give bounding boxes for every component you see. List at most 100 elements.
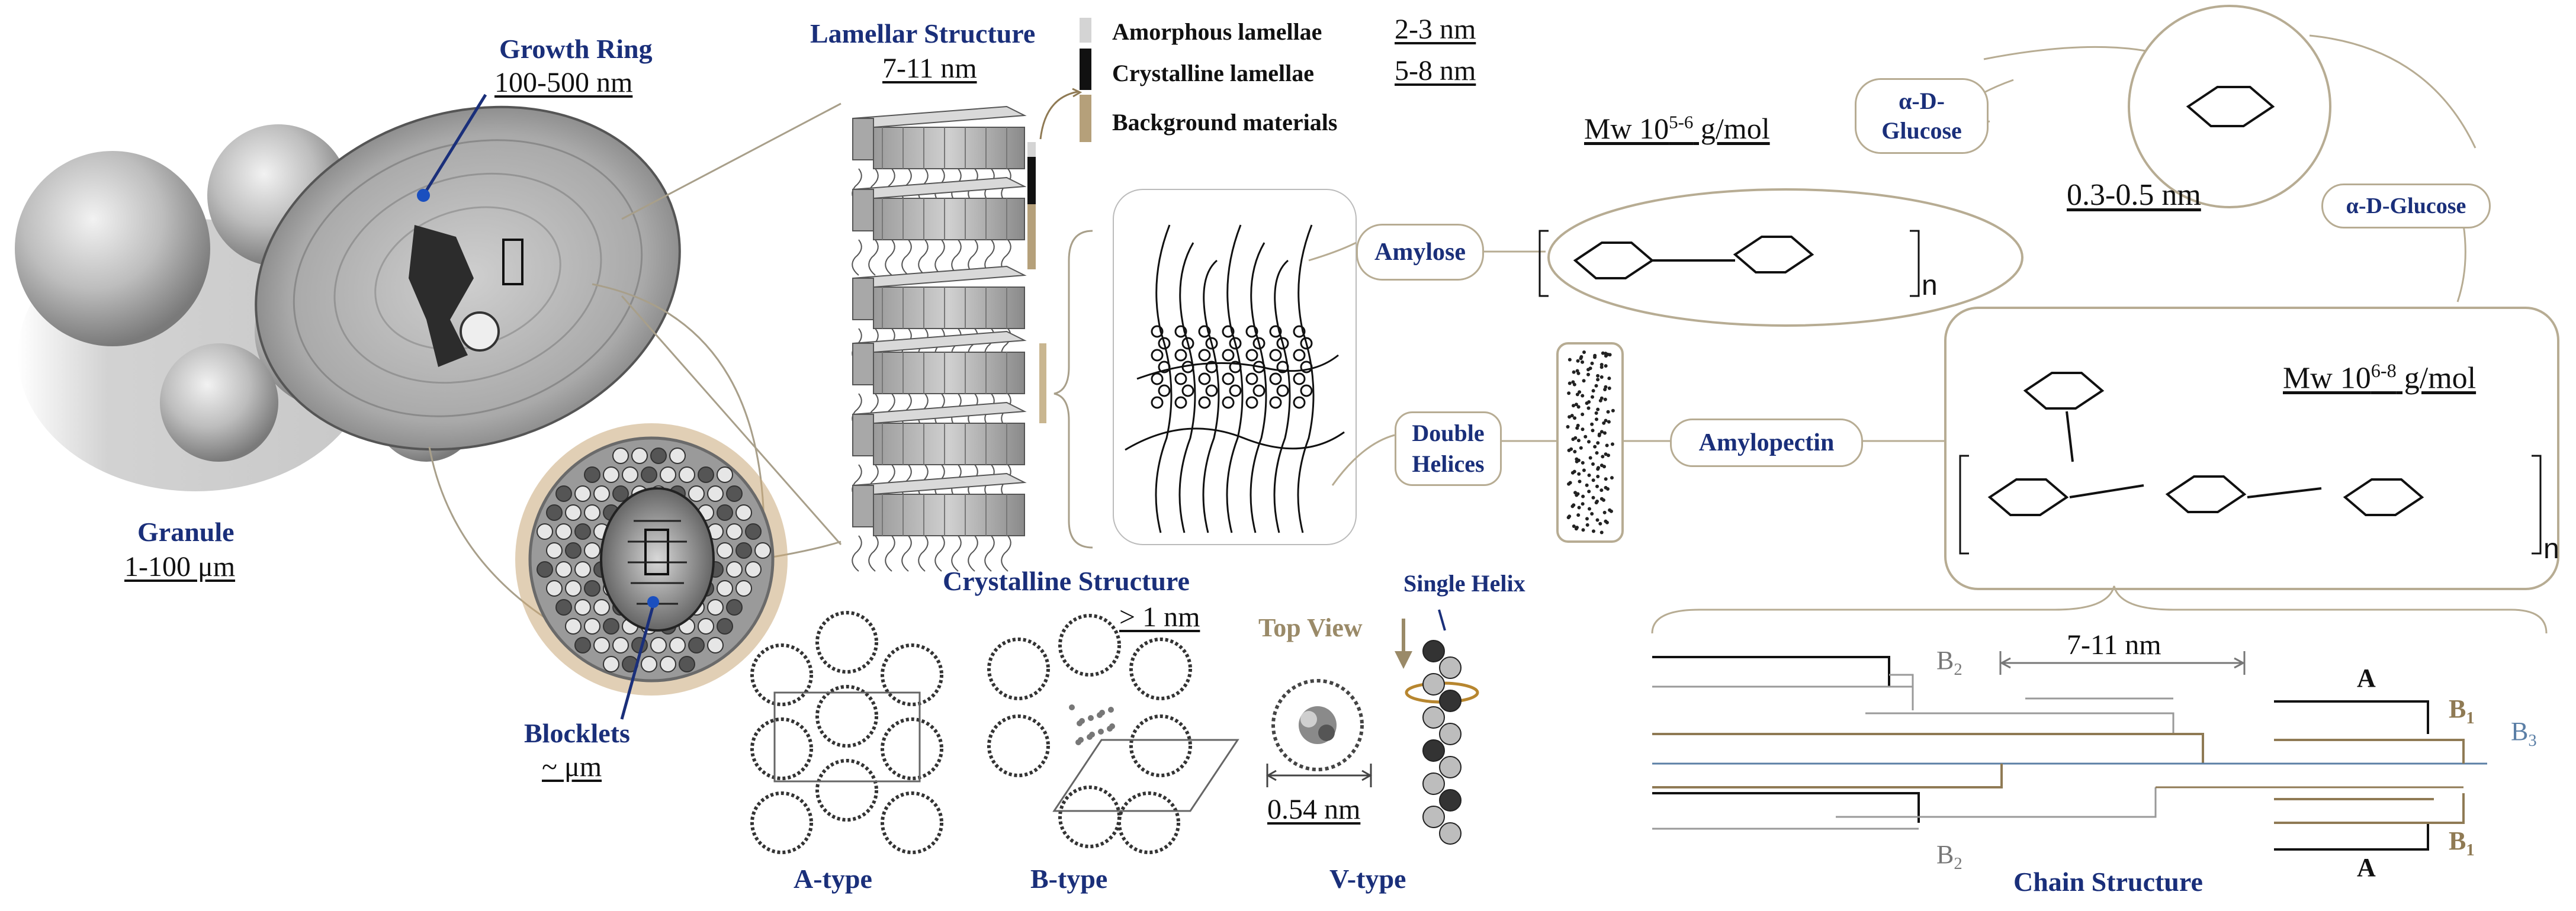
legend-crystalline-label: Crystalline lamellae: [1112, 60, 1315, 86]
helix-atom: [1607, 386, 1611, 390]
chain-line: [2274, 793, 2465, 824]
helix-atom: [1598, 522, 1602, 526]
helix-atom: [1581, 427, 1585, 432]
helix-atom: [1578, 390, 1582, 394]
blocklet-dot: [754, 542, 771, 559]
helix-atom: [1581, 502, 1585, 506]
helix-atom: [1598, 398, 1602, 403]
amylose-molecule-frame: [1547, 188, 2023, 327]
helix-bead: [1205, 384, 1218, 397]
water-molecule: [1097, 712, 1103, 718]
blocklet-dot: [679, 466, 695, 483]
water-molecule: [1088, 715, 1094, 721]
cluster-chain: [1250, 242, 1267, 533]
blocklet-dot: [574, 485, 591, 502]
helix-atom: [1574, 403, 1578, 407]
helix-atom: [1593, 445, 1597, 449]
v-helix-atom: [1422, 706, 1445, 729]
helix-bead: [1293, 349, 1306, 362]
crystalline-title: Crystalline Structure: [943, 566, 1190, 596]
glucose-ring: [1987, 478, 2069, 516]
double-helix-image: [1566, 350, 1615, 535]
amylose-pill: Amylose: [1356, 224, 1484, 281]
helix-atom: [1591, 389, 1595, 393]
v-type-dimension: [1265, 764, 1373, 787]
lamella-side: [852, 118, 874, 160]
water-molecule: [1087, 734, 1093, 740]
glucose-ring: [2343, 478, 2424, 516]
a-type-helix: [815, 759, 878, 822]
growth-ring-pointer: [422, 94, 487, 197]
blocklet-dot: [555, 485, 572, 502]
blocklet-dot: [555, 561, 572, 578]
legend-crystalline-value: 5-8 nm: [1395, 55, 1476, 86]
helix-bead: [1252, 337, 1265, 350]
amylopectin-pill: Amylopectin: [1670, 419, 1863, 467]
blocklet-dot: [565, 504, 582, 521]
water-molecule: [1107, 726, 1113, 732]
blocklets-size: ~ μm: [542, 751, 602, 783]
helix-bead: [1269, 396, 1282, 409]
helix-bead: [1158, 360, 1171, 374]
helix-atom: [1596, 467, 1600, 471]
lamella-side: [852, 278, 874, 320]
blocklet-dot: [717, 542, 733, 559]
helix-atom: [1603, 397, 1607, 401]
helix-atom: [1582, 379, 1586, 383]
amorphous-strand: [901, 535, 912, 572]
lam-bar-crystalline: [1027, 157, 1036, 204]
blocklet-dot: [584, 618, 600, 635]
blocklet-dot: [584, 466, 600, 483]
helix-atom: [1573, 450, 1577, 453]
chain-line: [1652, 792, 1920, 823]
helix-atom: [1577, 472, 1581, 476]
amylose-bracket-left: [1538, 230, 1549, 297]
blocklet-image: [515, 423, 788, 696]
crystalline-swatch: [1080, 49, 1091, 90]
v-helix-atom: [1439, 756, 1462, 778]
a-type-helix: [881, 791, 943, 854]
helix-atom: [1576, 513, 1581, 517]
helix-bead: [1222, 349, 1235, 362]
helix-bead: [1293, 325, 1306, 338]
helix-atom: [1582, 468, 1586, 472]
amorphous-strand: [868, 239, 879, 276]
helix-bead: [1245, 372, 1258, 385]
helix-bead: [1269, 372, 1282, 385]
cluster-chain: [1178, 242, 1196, 533]
helix-atom: [1594, 501, 1598, 505]
amylopectin-mw-exp: 6-8: [2371, 360, 2397, 381]
helix-bead: [1300, 360, 1313, 374]
v-helix-atom: [1422, 739, 1445, 762]
a-type-helix: [815, 611, 878, 674]
blocklet-dot: [612, 448, 629, 464]
blocklet-dot: [574, 599, 591, 616]
blocklet-dot: [707, 637, 724, 654]
helix-atom: [1575, 459, 1579, 463]
cluster-link: [1125, 427, 1345, 451]
blocklet-dot: [574, 523, 591, 540]
amylose-mw-suffix: g/mol: [1693, 112, 1770, 145]
blocklet-dot: [593, 599, 610, 616]
blocklets-title: Blocklets: [524, 718, 630, 748]
b-type-helix: [987, 638, 1050, 700]
helix-atom: [1591, 529, 1595, 533]
a-type-helix: [750, 643, 813, 706]
lamella-front: [873, 127, 1025, 169]
glycosidic-link: [2069, 484, 2144, 498]
helix-bead: [1174, 349, 1187, 362]
helix-atom: [1601, 498, 1605, 502]
helix-atom: [1572, 382, 1576, 387]
helix-atom: [1575, 392, 1579, 397]
blocklet-dot: [612, 485, 629, 502]
helix-atom: [1594, 411, 1598, 415]
helix-bead: [1158, 384, 1171, 397]
chain-b1-top-letter: B: [2449, 694, 2466, 723]
chain-b1-top: B1: [2449, 694, 2475, 728]
helix-bead: [1293, 396, 1306, 409]
helix-bead: [1198, 372, 1211, 385]
helix-atom: [1572, 370, 1576, 374]
helix-bead: [1229, 337, 1242, 350]
glucose-ring: [2165, 475, 2247, 513]
helix-atom: [1607, 376, 1611, 381]
